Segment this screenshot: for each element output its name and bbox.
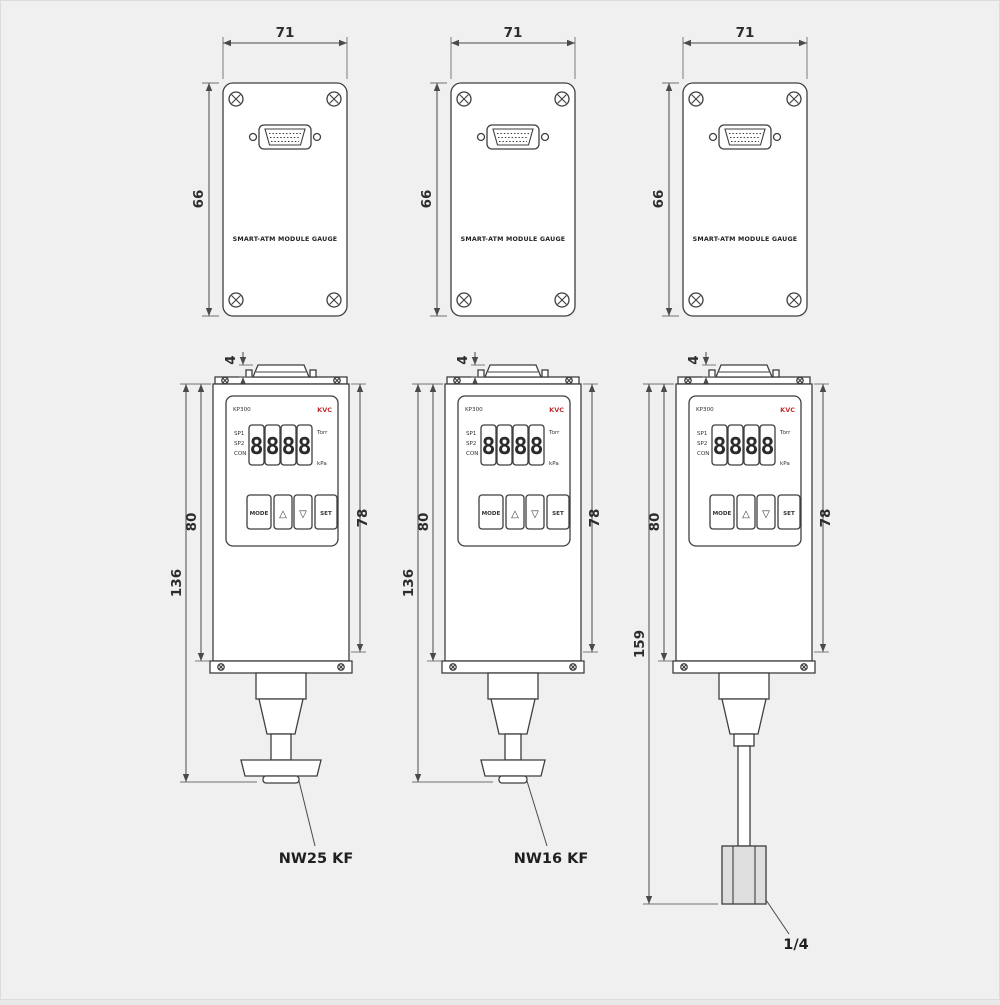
fitting-leader-line [526, 780, 548, 847]
flange-stem [270, 733, 292, 761]
total-dimension: 159 [632, 384, 718, 905]
flange-stem [504, 733, 522, 761]
top-view-variant-3 [651, 25, 807, 316]
flange-lip [262, 775, 300, 784]
top-view-variant-1 [191, 25, 347, 316]
top-view-variant-2 [419, 25, 575, 316]
hex-fitting [721, 845, 767, 905]
thin-tube [737, 745, 751, 847]
fitting-label: 1/4 [783, 937, 808, 953]
total-dimension: 136 [169, 384, 257, 783]
flange-lip [498, 775, 528, 784]
dimension-total-height: 159 [632, 630, 648, 658]
dimension-total-height: 136 [169, 569, 185, 597]
fitting-leader-line [298, 780, 316, 847]
front-view-nw25: 136 NW25 KF [169, 352, 371, 867]
front-view-nw16: 136 NW16 KF [401, 352, 603, 867]
total-dimension: 136 [401, 384, 493, 783]
fitting-leader-line [765, 899, 790, 935]
fitting-label: NW25 KF [279, 851, 354, 867]
tube-collar [733, 733, 755, 747]
dimension-total-height: 136 [401, 569, 417, 597]
front-view-quarter-inch: 159 1/4 [632, 352, 834, 953]
kf-flange [240, 759, 322, 777]
fitting-label: NW16 KF [514, 851, 589, 867]
kf-flange [480, 759, 546, 777]
